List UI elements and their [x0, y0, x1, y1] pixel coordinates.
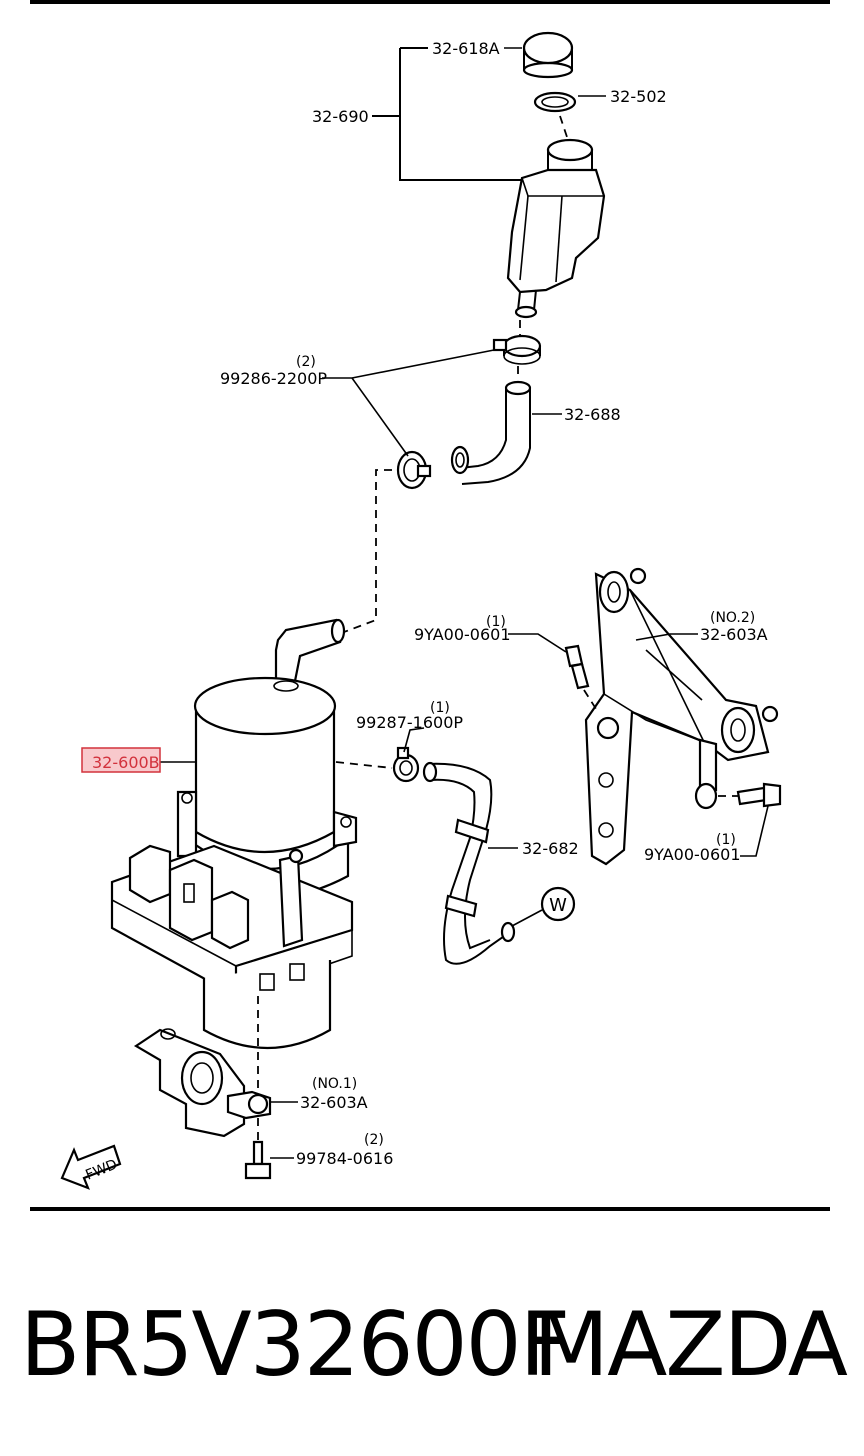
lower-hose-clamp[interactable] — [396, 450, 432, 490]
label-reservoir[interactable]: 32-690 — [312, 107, 369, 126]
lower-bolt[interactable] — [736, 782, 782, 808]
connector-w-text: W — [549, 895, 567, 916]
upper-bolt-dash — [583, 689, 599, 713]
fwd-arrow: FWD — [60, 1144, 122, 1190]
pump-highlight-box — [81, 747, 161, 773]
label-cap[interactable]: 32-618A — [432, 39, 500, 58]
lower-bracket[interactable] — [133, 1028, 272, 1138]
label-bolt-bottom-qty: (2) — [364, 1132, 384, 1148]
bottom-bolt[interactable] — [244, 1140, 272, 1180]
label-clamp-qty: (2) — [296, 354, 316, 370]
label-clamp2-qty: (1) — [430, 700, 450, 716]
label-bracket1-note: (NO.1) — [312, 1076, 357, 1092]
right-bracket[interactable] — [584, 567, 779, 866]
pump-assembly[interactable] — [110, 618, 358, 1050]
label-pump[interactable]: 32-600B — [92, 753, 160, 772]
inlet-dash — [343, 469, 392, 633]
label-bolt-bottom[interactable]: 99784-0616 — [296, 1149, 393, 1168]
connector-w[interactable]: W — [540, 886, 576, 922]
label-clamp[interactable]: 99286-2200P — [220, 369, 327, 388]
reservoir-cap[interactable] — [522, 31, 574, 79]
lower-hose[interactable] — [422, 761, 516, 965]
cap-dash — [559, 115, 569, 141]
upper-bolt[interactable] — [564, 644, 590, 690]
seal-ring[interactable] — [533, 91, 577, 113]
label-seal[interactable]: 32-502 — [610, 87, 667, 106]
label-bracket2[interactable]: 32-603A — [700, 625, 768, 644]
label-clamp2[interactable]: 99287-1600P — [356, 713, 463, 732]
reservoir-tank[interactable] — [506, 138, 606, 319]
pump-hose-clamp[interactable] — [392, 746, 420, 783]
label-hose-upper[interactable]: 32-688 — [564, 405, 621, 424]
label-bolt-lower-qty: (1) — [716, 832, 736, 848]
label-hose-lower[interactable]: 32-682 — [522, 839, 579, 858]
part-number: BR5V32600F — [20, 1293, 570, 1396]
label-bolt-upper[interactable]: 9YA00-0601 — [414, 625, 511, 644]
leader-lines — [160, 47, 769, 1159]
upper-hose[interactable] — [450, 380, 532, 485]
label-bracket1[interactable]: 32-603A — [300, 1093, 368, 1112]
label-bolt-lower[interactable]: 9YA00-0601 — [644, 845, 741, 864]
outlet-dash — [335, 761, 393, 769]
brand-name: MAZDA — [533, 1293, 848, 1396]
upper-hose-clamp[interactable] — [492, 334, 542, 365]
label-bolt-upper-qty: (1) — [486, 614, 506, 630]
w-leader — [511, 909, 543, 927]
footer: BR5V32600F MAZDA — [0, 1290, 864, 1400]
label-bracket2-note: (NO.2) — [710, 610, 755, 626]
